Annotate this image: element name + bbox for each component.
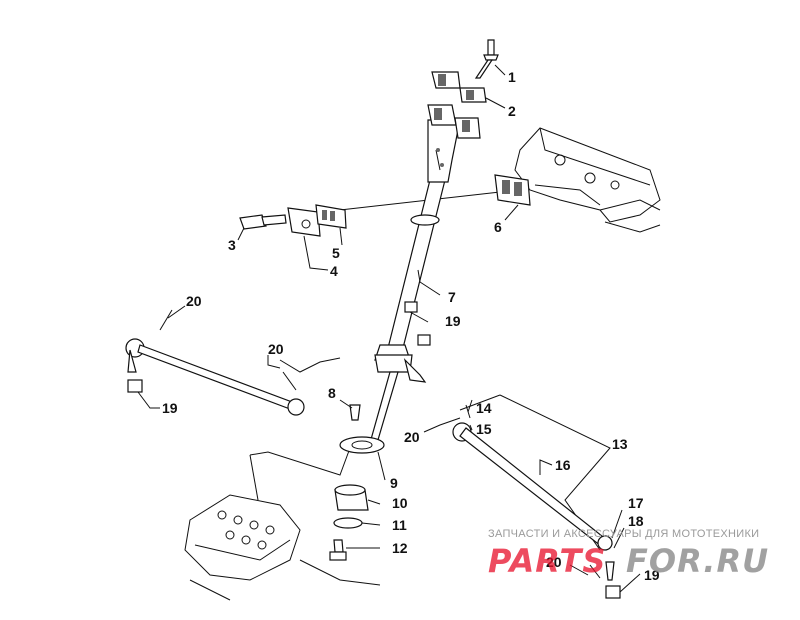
label-11: 11 (392, 517, 407, 533)
label-19-left: 19 (162, 400, 178, 416)
label-3: 3 (228, 237, 236, 253)
label-14: 14 (476, 400, 492, 416)
frame-floor-lower (184, 494, 381, 601)
label-4: 4 (330, 263, 338, 279)
label-9: 9 (390, 475, 398, 491)
label-2: 2 (508, 103, 516, 119)
label-18: 18 (628, 513, 644, 529)
label-16: 16 (555, 457, 571, 473)
watermark: ЗАПЧАСТИ И АКСЕССУАРЫ ДЛЯ МОТОТЕХНИКИ PA… (488, 528, 788, 580)
label-19-column: 19 (445, 313, 461, 329)
label-20-left-mid: 20 (268, 341, 284, 357)
frame-bracket-upper (514, 127, 661, 233)
label-10: 10 (392, 495, 408, 511)
label-8: 8 (328, 385, 336, 401)
label-20-left-top: 20 (186, 293, 202, 309)
callouts: 1 2 3 4 5 6 7 8 9 10 11 12 13 14 15 16 1… (137, 64, 660, 593)
left-tie-rod (125, 309, 305, 416)
leader-lines (249, 191, 611, 551)
right-clamp-block (494, 174, 531, 206)
label-12: 12 (392, 540, 408, 556)
upper-clamps (427, 39, 499, 139)
left-clamp-parts (239, 204, 347, 237)
label-5: 5 (332, 245, 340, 261)
label-6: 6 (494, 219, 502, 235)
watermark-domain: FOR.RU (626, 542, 770, 580)
lower-bushing-stack (329, 404, 385, 561)
watermark-brand: PARTS (488, 542, 607, 580)
label-15: 15 (476, 421, 492, 437)
watermark-caption: ЗАПЧАСТИ И АКСЕССУАРЫ ДЛЯ МОТОТЕХНИКИ (488, 528, 760, 540)
label-1: 1 (508, 69, 516, 85)
label-20-right-mid: 20 (404, 429, 420, 445)
label-17: 17 (628, 495, 644, 511)
label-7: 7 (448, 289, 456, 305)
label-13: 13 (612, 436, 628, 452)
label-19-right: 19 (644, 567, 660, 583)
steering-column (367, 119, 461, 451)
label-20-right-bottom: 20 (546, 554, 562, 570)
